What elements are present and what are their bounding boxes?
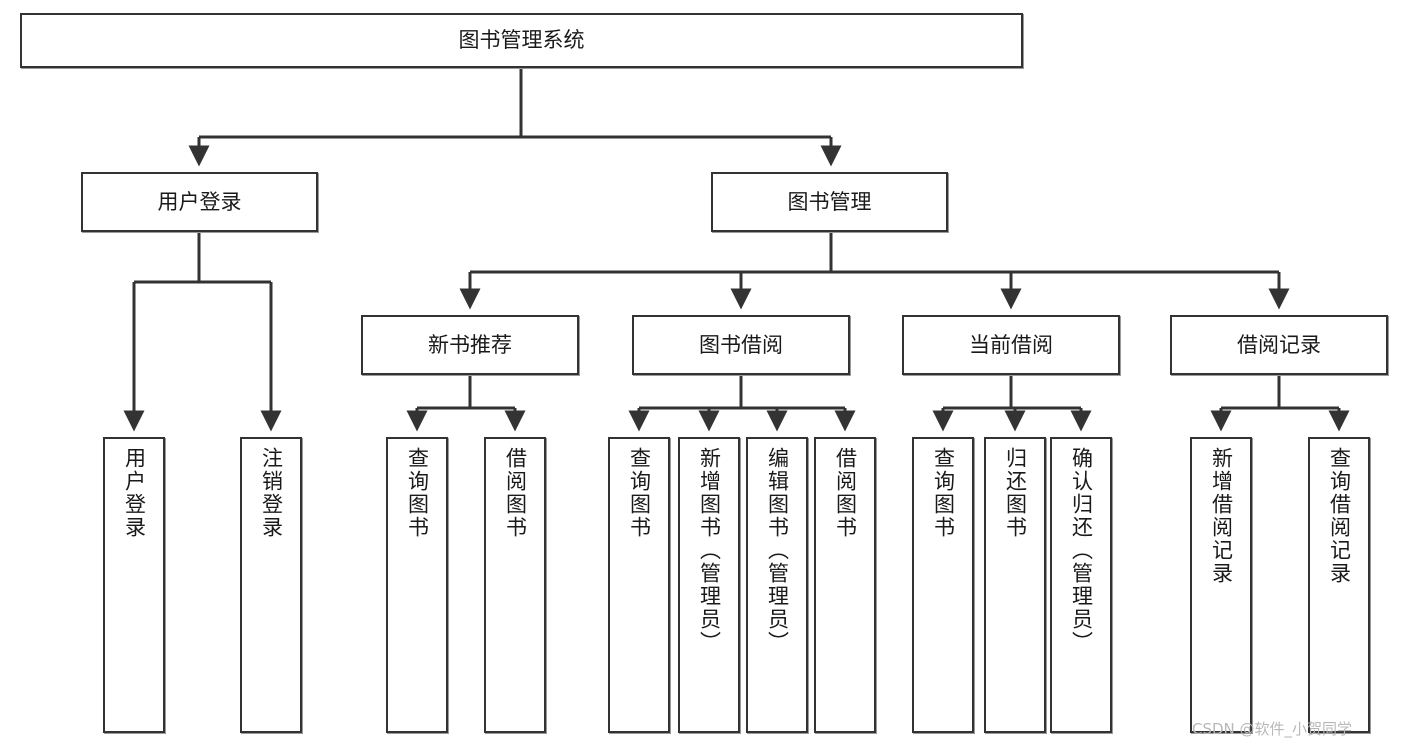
leaf-cl-return-label: 归还图书 bbox=[1003, 447, 1028, 539]
leaf-user-logout[interactable]: 注销登录 bbox=[240, 437, 302, 733]
leaf-lr-query-label: 查询借阅记录 bbox=[1327, 447, 1352, 585]
node-book-borrow-label: 图书借阅 bbox=[699, 332, 783, 357]
leaf-bb-query[interactable]: 查询图书 bbox=[608, 437, 670, 733]
leaf-cl-confirm[interactable]: 确认归还（管理员） bbox=[1050, 437, 1112, 733]
leaf-bb-borrow-label: 借阅图书 bbox=[833, 447, 858, 539]
leaf-cl-confirm-label: 确认归还（管理员） bbox=[1069, 447, 1094, 654]
leaf-lr-add-label: 新增借阅记录 bbox=[1209, 447, 1234, 585]
watermark-csdn: CSDN @软件_小贺同学 bbox=[1192, 720, 1353, 738]
leaf-cl-query-label: 查询图书 bbox=[931, 447, 956, 539]
leaf-cl-return[interactable]: 归还图书 bbox=[984, 437, 1046, 733]
leaf-bb-add-label: 新增图书（管理员） bbox=[697, 447, 722, 654]
leaf-lr-add[interactable]: 新增借阅记录 bbox=[1190, 437, 1252, 733]
leaf-cl-query[interactable]: 查询图书 bbox=[912, 437, 974, 733]
node-book-borrow[interactable]: 图书借阅 bbox=[632, 315, 850, 375]
node-loan-record[interactable]: 借阅记录 bbox=[1170, 315, 1388, 375]
leaf-bb-edit-label: 编辑图书（管理员） bbox=[765, 447, 790, 654]
node-current-loan[interactable]: 当前借阅 bbox=[902, 315, 1120, 375]
leaf-rec-borrow-label: 借阅图书 bbox=[503, 447, 528, 539]
leaf-rec-query[interactable]: 查询图书 bbox=[386, 437, 448, 733]
leaf-user-login-label: 用户登录 bbox=[122, 447, 147, 539]
node-new-book-rec[interactable]: 新书推荐 bbox=[361, 315, 579, 375]
node-new-book-rec-label: 新书推荐 bbox=[428, 332, 512, 357]
node-user-login-label: 用户登录 bbox=[157, 189, 242, 214]
leaf-bb-query-label: 查询图书 bbox=[627, 447, 652, 539]
node-book-manage-label: 图书管理 bbox=[787, 189, 872, 214]
leaf-rec-query-label: 查询图书 bbox=[405, 447, 430, 539]
node-root-label: 图书管理系统 bbox=[458, 28, 585, 53]
node-book-manage[interactable]: 图书管理 bbox=[711, 172, 948, 232]
leaf-bb-edit[interactable]: 编辑图书（管理员） bbox=[746, 437, 808, 733]
node-root[interactable]: 图书管理系统 bbox=[20, 13, 1023, 68]
leaf-bb-borrow[interactable]: 借阅图书 bbox=[814, 437, 876, 733]
node-user-login[interactable]: 用户登录 bbox=[81, 172, 318, 232]
leaf-bb-add[interactable]: 新增图书（管理员） bbox=[678, 437, 740, 733]
node-loan-record-label: 借阅记录 bbox=[1237, 332, 1321, 357]
leaf-rec-borrow[interactable]: 借阅图书 bbox=[484, 437, 546, 733]
leaf-user-login[interactable]: 用户登录 bbox=[103, 437, 165, 733]
leaf-user-logout-label: 注销登录 bbox=[259, 447, 284, 539]
node-current-loan-label: 当前借阅 bbox=[969, 332, 1053, 357]
leaf-lr-query[interactable]: 查询借阅记录 bbox=[1308, 437, 1370, 733]
